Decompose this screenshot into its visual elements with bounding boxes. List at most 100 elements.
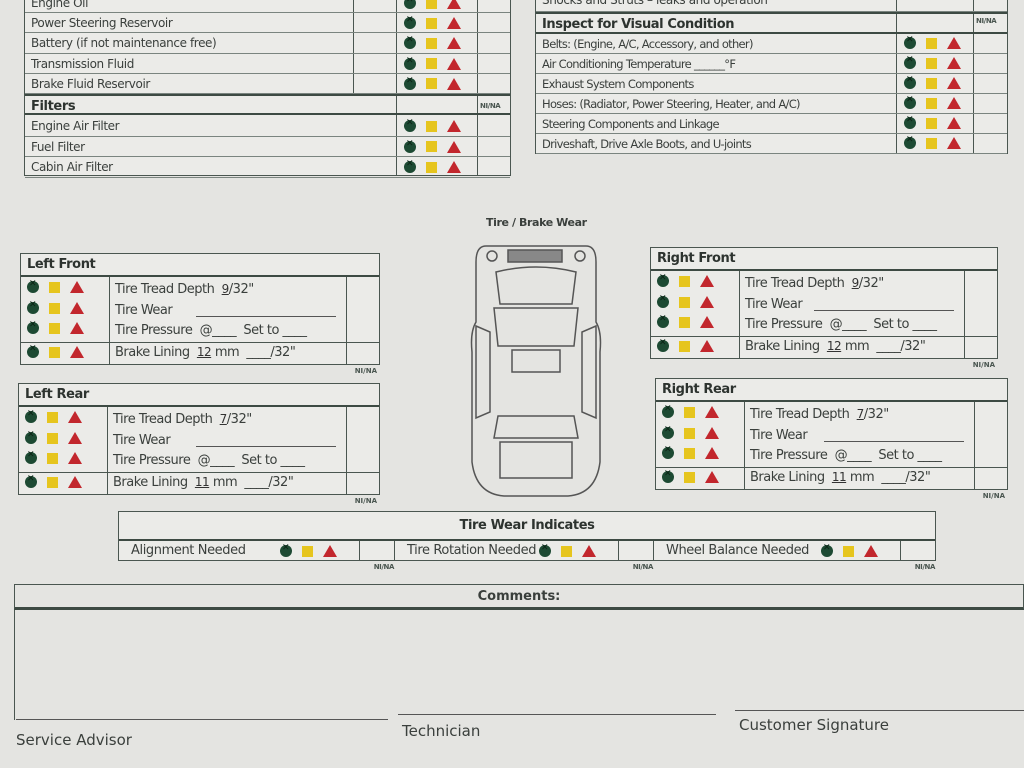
ok-check-icon[interactable] — [904, 115, 916, 129]
urgent-triangle-icon[interactable] — [70, 302, 84, 314]
caution-square-icon[interactable] — [426, 58, 437, 70]
caution-square-icon[interactable] — [47, 411, 58, 423]
ok-check-icon[interactable] — [27, 320, 39, 334]
tire-wear-field[interactable]: Tire Wear — [113, 433, 171, 448]
tire-wear-field[interactable]: Tire Wear — [115, 303, 173, 318]
ok-check-icon[interactable] — [404, 15, 416, 30]
caution-square-icon[interactable] — [926, 117, 937, 129]
tire-pressure-field[interactable]: Tire Pressure @____ Set to ____ — [115, 323, 307, 338]
ok-check-icon[interactable] — [27, 279, 39, 293]
ok-check-icon[interactable] — [27, 300, 39, 314]
service-advisor-line[interactable] — [16, 719, 388, 720]
urgent-triangle-icon[interactable] — [705, 471, 719, 483]
ok-check-icon[interactable] — [662, 445, 674, 459]
caution-square-icon[interactable] — [426, 17, 437, 29]
urgent-triangle-icon[interactable] — [947, 97, 961, 109]
customer-signature-line[interactable] — [735, 710, 1024, 711]
ok-check-icon[interactable] — [25, 450, 37, 464]
caution-square-icon[interactable] — [679, 340, 690, 352]
urgent-triangle-icon[interactable] — [947, 77, 961, 89]
caution-square-icon[interactable] — [426, 37, 437, 49]
urgent-triangle-icon[interactable] — [864, 545, 878, 557]
caution-square-icon[interactable] — [302, 545, 313, 557]
caution-square-icon[interactable] — [926, 37, 937, 49]
ok-check-icon[interactable] — [25, 430, 37, 444]
urgent-triangle-icon[interactable] — [447, 77, 461, 90]
urgent-triangle-icon[interactable] — [70, 322, 84, 334]
caution-square-icon[interactable] — [684, 471, 695, 483]
urgent-triangle-icon[interactable] — [447, 57, 461, 70]
urgent-triangle-icon[interactable] — [68, 411, 82, 423]
caution-square-icon[interactable] — [47, 476, 58, 488]
ok-check-icon[interactable] — [404, 118, 416, 132]
urgent-triangle-icon[interactable] — [447, 120, 461, 132]
tire-wear-field[interactable]: Tire Wear — [750, 428, 808, 443]
tire-pressure-field[interactable]: Tire Pressure @____ Set to ____ — [113, 453, 305, 468]
caution-square-icon[interactable] — [47, 452, 58, 464]
urgent-triangle-icon[interactable] — [70, 281, 84, 293]
ok-check-icon[interactable] — [280, 543, 292, 557]
brake-lining-field[interactable]: Brake Lining 12 mm ____/32" — [115, 345, 296, 360]
ok-check-icon[interactable] — [904, 55, 916, 69]
urgent-triangle-icon[interactable] — [700, 340, 714, 352]
caution-square-icon[interactable] — [49, 302, 60, 314]
ok-check-icon[interactable] — [404, 159, 416, 173]
ok-check-icon[interactable] — [657, 314, 669, 328]
ok-check-icon[interactable] — [904, 95, 916, 109]
caution-square-icon[interactable] — [679, 316, 690, 328]
caution-square-icon[interactable] — [926, 57, 937, 69]
caution-square-icon[interactable] — [49, 346, 60, 358]
comments-area[interactable] — [14, 610, 1024, 720]
urgent-triangle-icon[interactable] — [947, 137, 961, 149]
urgent-triangle-icon[interactable] — [705, 427, 719, 439]
caution-square-icon[interactable] — [684, 447, 695, 459]
brake-lining-field[interactable]: Brake Lining 11 mm ____/32" — [113, 475, 294, 490]
tread-depth-field[interactable]: Tire Tread Depth 7/32" — [113, 412, 252, 427]
caution-square-icon[interactable] — [926, 97, 937, 109]
caution-square-icon[interactable] — [561, 545, 572, 557]
ok-check-icon[interactable] — [25, 409, 37, 423]
urgent-triangle-icon[interactable] — [705, 406, 719, 418]
ok-check-icon[interactable] — [404, 35, 416, 50]
ok-check-icon[interactable] — [904, 75, 916, 89]
ok-check-icon[interactable] — [404, 0, 416, 9]
ok-check-icon[interactable] — [662, 469, 674, 483]
caution-square-icon[interactable] — [679, 275, 690, 287]
brake-lining-field[interactable]: Brake Lining 12 mm ____/32" — [745, 339, 926, 354]
ok-check-icon[interactable] — [657, 294, 669, 308]
urgent-triangle-icon[interactable] — [447, 0, 461, 9]
urgent-triangle-icon[interactable] — [947, 37, 961, 49]
ok-check-icon[interactable] — [27, 344, 39, 358]
ok-check-icon[interactable] — [904, 35, 916, 49]
urgent-triangle-icon[interactable] — [700, 296, 714, 308]
caution-square-icon[interactable] — [426, 141, 437, 152]
urgent-triangle-icon[interactable] — [447, 161, 461, 173]
urgent-triangle-icon[interactable] — [947, 57, 961, 69]
urgent-triangle-icon[interactable] — [447, 37, 461, 50]
tread-depth-field[interactable]: Tire Tread Depth 9/32" — [115, 282, 254, 297]
urgent-triangle-icon[interactable] — [68, 476, 82, 488]
ok-check-icon[interactable] — [657, 338, 669, 352]
caution-square-icon[interactable] — [679, 296, 690, 308]
ok-check-icon[interactable] — [404, 139, 416, 153]
caution-square-icon[interactable] — [684, 406, 695, 418]
ok-check-icon[interactable] — [662, 404, 674, 418]
ok-check-icon[interactable] — [25, 474, 37, 488]
caution-square-icon[interactable] — [426, 161, 437, 173]
caution-square-icon[interactable] — [426, 120, 437, 132]
ok-check-icon[interactable] — [404, 76, 416, 90]
tread-depth-field[interactable]: Tire Tread Depth 9/32" — [745, 276, 884, 291]
caution-square-icon[interactable] — [49, 281, 60, 293]
ok-check-icon[interactable] — [904, 135, 916, 149]
tread-depth-field[interactable]: Tire Tread Depth 7/32" — [750, 407, 889, 422]
urgent-triangle-icon[interactable] — [582, 545, 596, 557]
ok-check-icon[interactable] — [657, 273, 669, 287]
caution-square-icon[interactable] — [684, 427, 695, 439]
urgent-triangle-icon[interactable] — [700, 316, 714, 328]
urgent-triangle-icon[interactable] — [705, 447, 719, 459]
urgent-triangle-icon[interactable] — [700, 275, 714, 287]
brake-lining-field[interactable]: Brake Lining 11 mm ____/32" — [750, 470, 931, 485]
urgent-triangle-icon[interactable] — [68, 432, 82, 444]
caution-square-icon[interactable] — [49, 322, 60, 334]
ok-check-icon[interactable] — [404, 56, 416, 70]
